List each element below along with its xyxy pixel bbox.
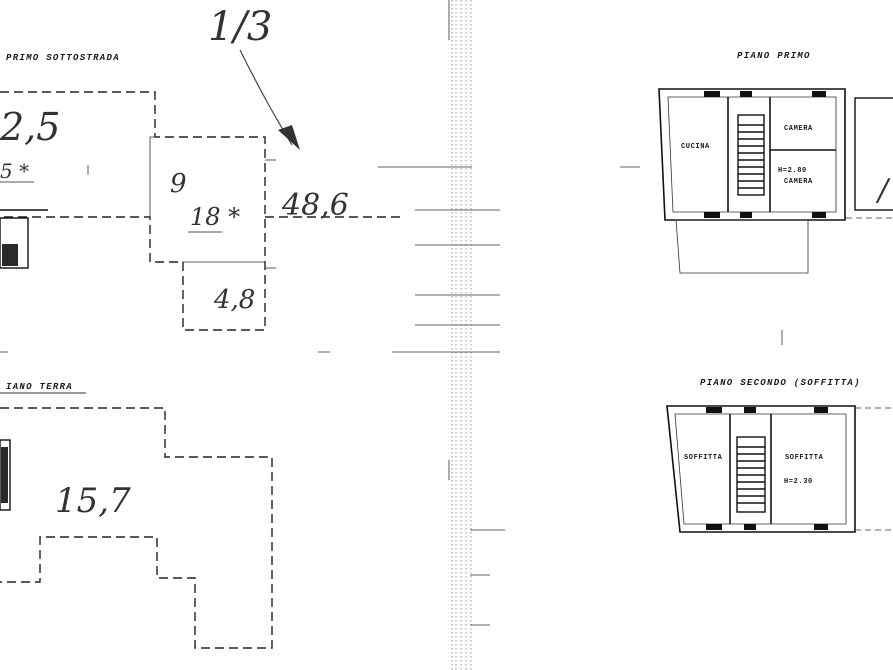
- area-room-value: 18 *: [190, 203, 240, 231]
- plan-primo-sottostrada: [0, 91, 400, 353]
- label-primo-sottostrada: PRIMO SOTTOSTRADA: [6, 53, 120, 63]
- label-piano-terra: IANO TERRA: [6, 382, 73, 392]
- area-right-value: /: [875, 173, 891, 208]
- room-cucina: CUCINA: [681, 143, 710, 151]
- label-piano-primo: PIANO PRIMO: [737, 51, 811, 61]
- room-height-secondo: H=2.30: [784, 478, 813, 486]
- plan-piano-primo: [620, 88, 893, 345]
- room-height-primo: H=2.80: [778, 167, 807, 175]
- room-number: 9: [170, 169, 187, 199]
- plan-piano-terra: [0, 407, 273, 649]
- plan-piano-secondo: [666, 405, 893, 533]
- area-top-value: 2,5: [0, 105, 60, 149]
- room-camera-bottom: CAMERA: [784, 178, 813, 186]
- room-camera-top: CAMERA: [784, 125, 813, 133]
- fraction-note: 1/3: [208, 4, 272, 50]
- area-top-sub: 5 *: [0, 159, 29, 183]
- area-terra-value: 15,7: [55, 481, 131, 521]
- area-total-value: 48,6: [281, 188, 349, 223]
- room-soffitta-right: SOFFITTA: [785, 454, 824, 462]
- area-small-value: 4,8: [213, 285, 255, 315]
- room-soffitta-left: SOFFITTA: [684, 454, 723, 462]
- arrow-annotation: [239, 49, 300, 150]
- center-grid-strip: [378, 0, 505, 670]
- label-piano-secondo: PIANO SECONDO (SOFFITTA): [700, 378, 861, 388]
